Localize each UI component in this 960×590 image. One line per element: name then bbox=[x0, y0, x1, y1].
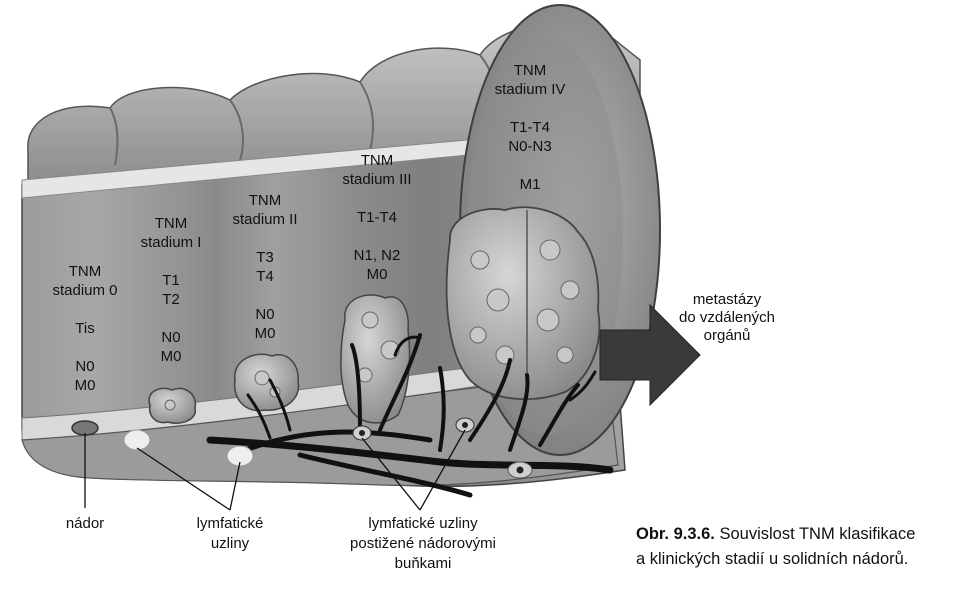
label-line: M1 bbox=[520, 176, 541, 193]
label-line: lymfatické bbox=[197, 515, 264, 532]
tumor-label: nádor bbox=[66, 515, 104, 532]
caption-line-2: a klinických stadií u solidních nádorů. bbox=[636, 550, 909, 568]
label-line: uzliny bbox=[211, 535, 250, 552]
lymph-node bbox=[123, 429, 151, 451]
label-line: stadium I bbox=[141, 234, 202, 251]
label-line: buňkami bbox=[395, 555, 452, 572]
label-line: M0 bbox=[255, 325, 276, 342]
label-line: T1-T4 bbox=[510, 119, 550, 136]
label-line: N0 bbox=[161, 329, 180, 346]
label-line: Tis bbox=[75, 320, 94, 337]
label-line: T1-T4 bbox=[357, 209, 397, 226]
caption-line-1: Souvislost TNM klasifikace bbox=[719, 525, 916, 543]
lymph-nodes bbox=[123, 417, 533, 479]
metastasis-arrow bbox=[599, 303, 701, 407]
leader-lines bbox=[84, 429, 466, 511]
label-line: N0 bbox=[255, 306, 274, 323]
label-line: M0 bbox=[161, 348, 182, 365]
label-line: TNM bbox=[361, 152, 394, 169]
label-line: TNM bbox=[249, 192, 282, 209]
label-line: stadium III bbox=[342, 171, 411, 188]
lymph-node bbox=[226, 445, 254, 467]
label-line: M0 bbox=[75, 377, 96, 394]
label-line: N0 bbox=[75, 358, 94, 375]
label-line: metastázy bbox=[693, 291, 762, 308]
label-line: TNM bbox=[514, 62, 547, 79]
label-line: T3 bbox=[256, 249, 274, 266]
label-line: postižené nádorovými bbox=[350, 535, 496, 552]
affected-nodes-label: lymfatické uzliny postižené nádorovými buň… bbox=[350, 515, 496, 572]
label-line: stadium IV bbox=[495, 81, 566, 98]
label-line: T1 bbox=[162, 272, 180, 289]
label-line: do vzdálených bbox=[679, 309, 775, 326]
label-line: N1, N2 bbox=[354, 247, 401, 264]
tumor-stage-4 bbox=[445, 206, 601, 401]
label-line: M0 bbox=[367, 266, 388, 283]
anatomy-labels: nádor lymfatické uzliny lymfatické uzliny… bbox=[66, 291, 775, 572]
label-line: N0-N3 bbox=[508, 138, 551, 155]
label-line: TNM bbox=[69, 263, 102, 280]
label-line: orgánů bbox=[704, 327, 751, 344]
label-line: stadium 0 bbox=[52, 282, 117, 299]
label-line: TNM bbox=[155, 215, 188, 232]
label-line: stadium II bbox=[232, 211, 297, 228]
label-line: lymfatické uzliny bbox=[368, 515, 478, 532]
blood-vessels bbox=[206, 333, 614, 498]
caption-number: Obr. 9.3.6. bbox=[636, 525, 715, 543]
label-line: T4 bbox=[256, 268, 274, 285]
label-line: T2 bbox=[162, 291, 180, 308]
figure-caption: Obr. 9.3.6. Souvislost TNM klasifikace a… bbox=[636, 522, 956, 572]
lymph-nodes-label: lymfatické uzliny bbox=[197, 515, 264, 552]
tumor-stage-0 bbox=[71, 420, 99, 436]
